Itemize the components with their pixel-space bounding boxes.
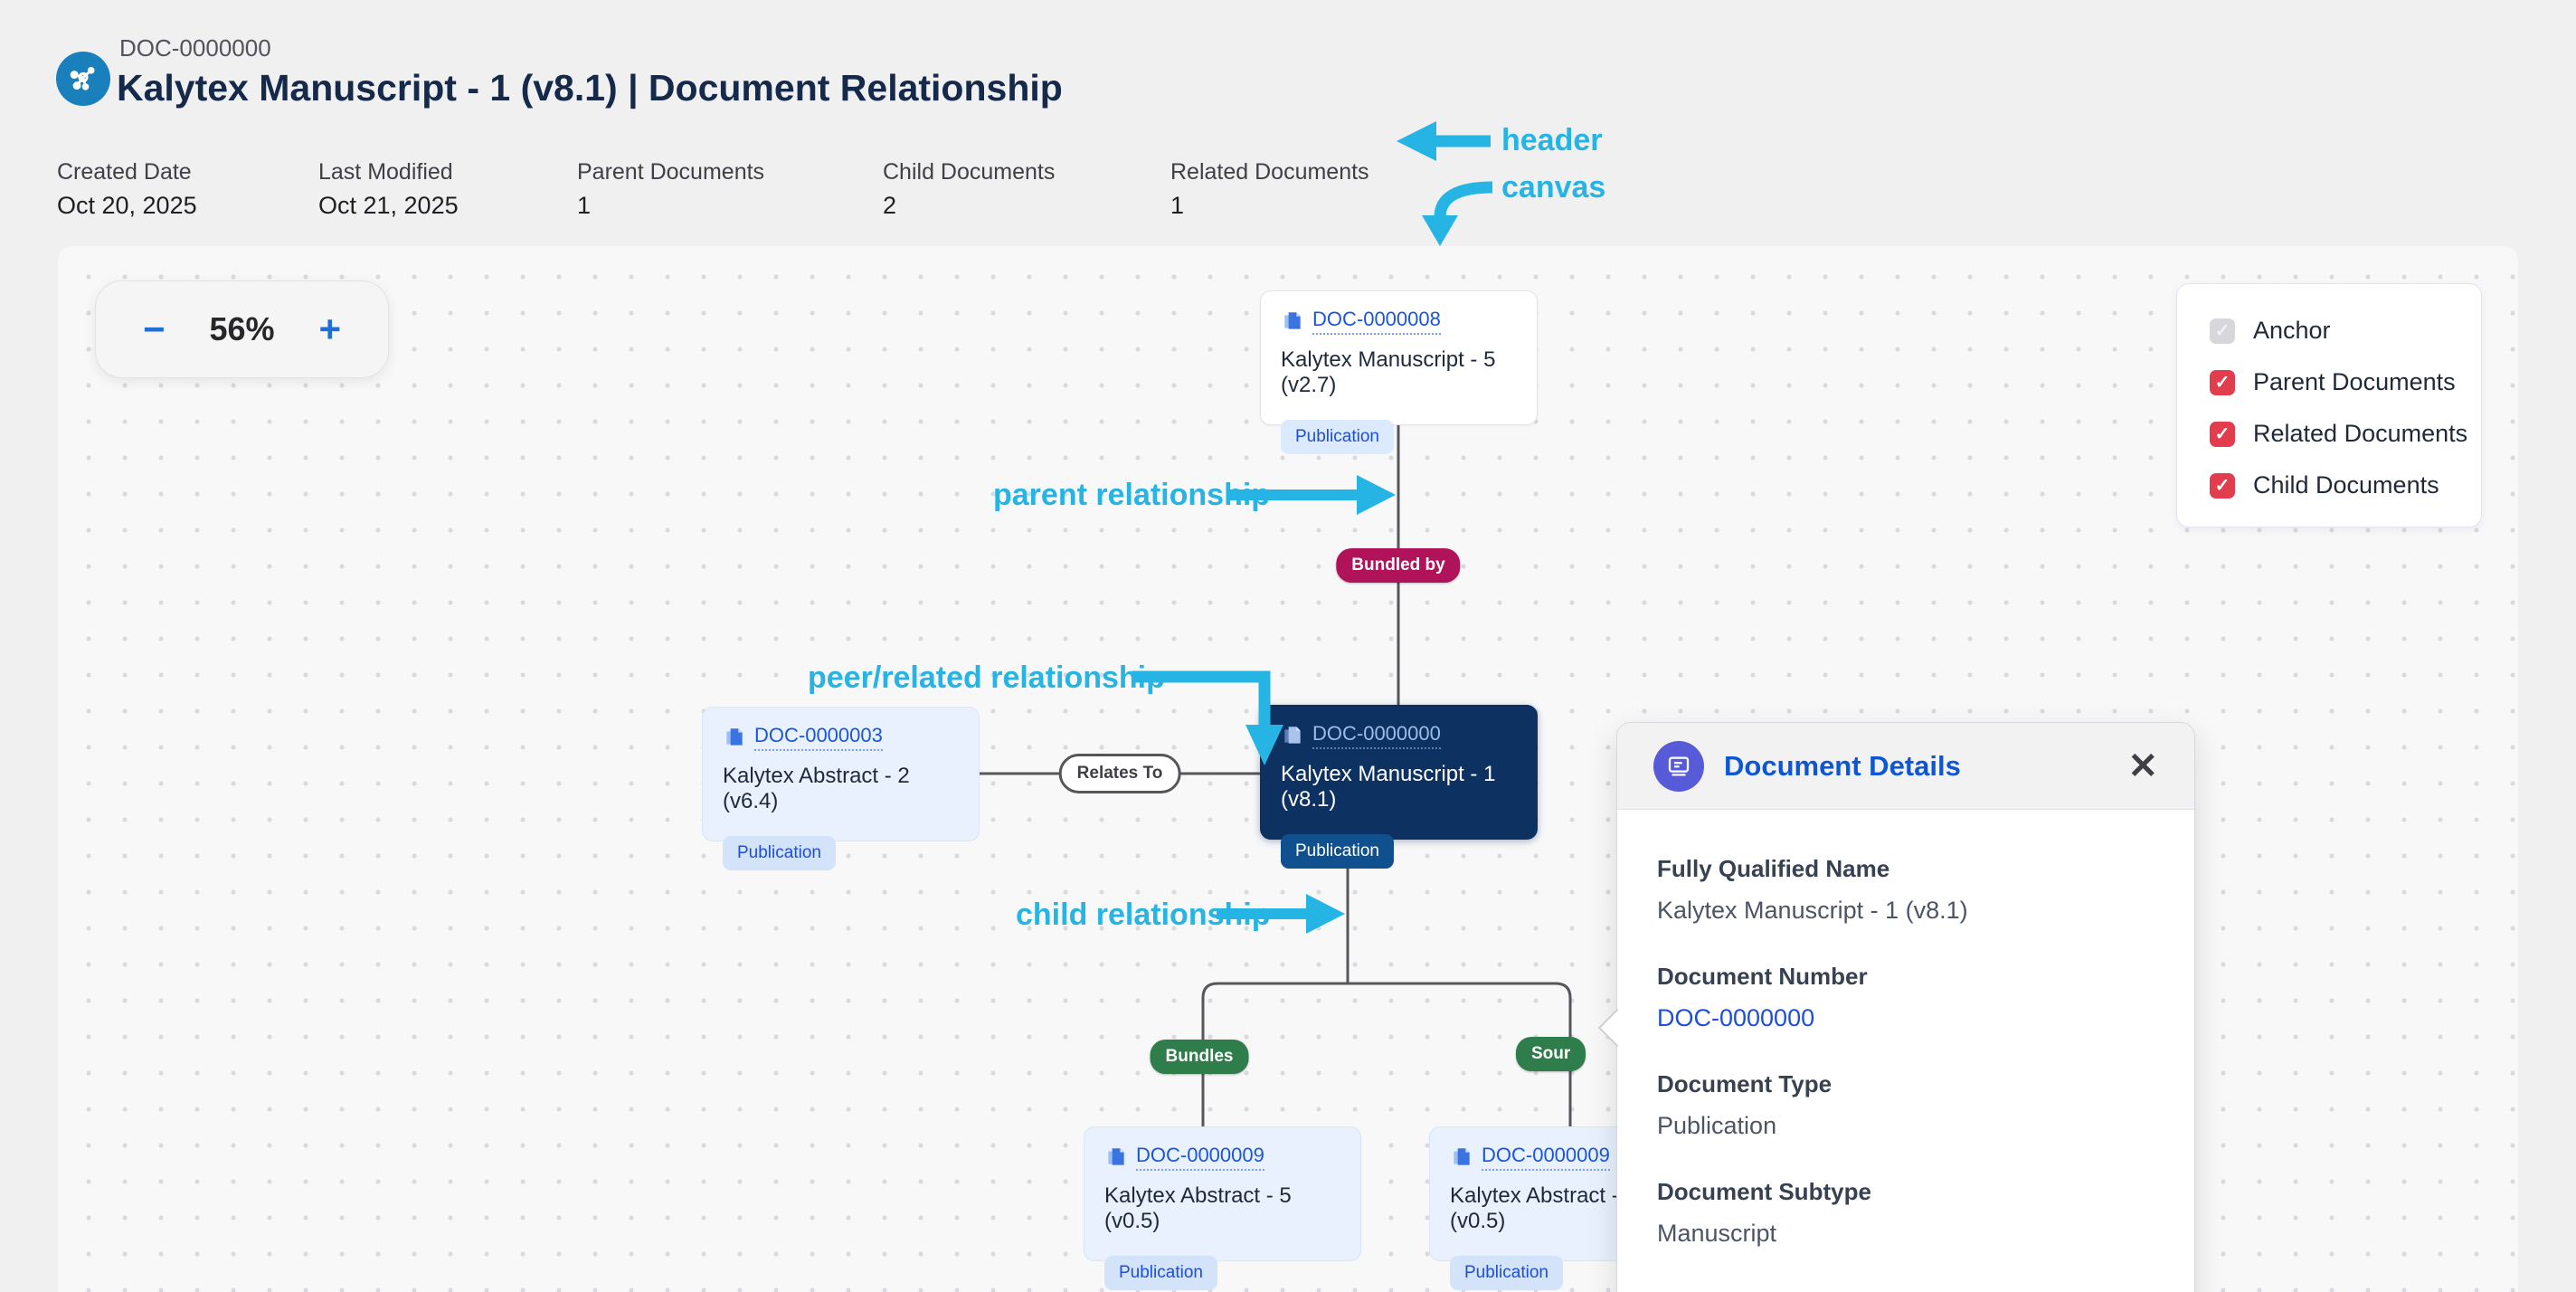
legend-item-parent-documents[interactable]: Parent Documents: [2210, 368, 2481, 396]
checkbox-parent-documents[interactable]: [2210, 369, 2235, 395]
doc-number-link[interactable]: DOC-0000008: [1312, 308, 1441, 335]
doc-type-badge: Publication: [1281, 834, 1394, 869]
relationship-canvas[interactable]: DOC-0000008 Kalytex Manuscript - 5 (v2.7…: [58, 246, 2518, 1292]
relationship-hub-icon: [56, 52, 110, 106]
meta-created-date-label: Created Date: [57, 159, 192, 185]
meta-parent-docs-label: Parent Documents: [577, 159, 765, 185]
meta-child-docs-value: 2: [883, 192, 897, 219]
doc-number-link[interactable]: DOC-0000000: [1312, 722, 1441, 749]
doc-number-link[interactable]: DOC-0000009: [1136, 1144, 1264, 1171]
document-pages-icon: [1281, 724, 1304, 747]
field-value-doc-subtype: Manuscript: [1657, 1220, 1777, 1247]
doc-type-badge: Publication: [723, 836, 836, 870]
doc-number-link[interactable]: DOC-0000009: [1482, 1144, 1610, 1171]
node-child-document-1[interactable]: DOC-0000009 Kalytex Abstract - 5 (v0.5) …: [1084, 1126, 1361, 1290]
legend-label: Parent Documents: [2253, 368, 2456, 395]
legend-label: Anchor: [2253, 317, 2331, 344]
annotation-header: header: [1501, 123, 1603, 157]
doc-type-badge: Publication: [1281, 420, 1394, 454]
meta-parent-docs-value: 1: [577, 192, 592, 219]
zoom-out-button[interactable]: −: [143, 308, 166, 350]
zoom-control: − 56% +: [95, 280, 389, 378]
checkbox-child-documents[interactable]: [2210, 472, 2235, 499]
zoom-in-button[interactable]: +: [318, 308, 341, 350]
node-related-document[interactable]: DOC-0000003 Kalytex Abstract - 2 (v6.4) …: [702, 707, 980, 870]
meta-created-date-value: Oct 20, 2025: [57, 192, 197, 219]
field-value-doc-type: Publication: [1657, 1112, 1777, 1139]
legend-item-anchor[interactable]: Anchor: [2210, 317, 2481, 345]
meta-related-docs-label: Related Documents: [1170, 159, 1369, 185]
legend-label: Related Documents: [2253, 420, 2468, 447]
field-value-fqn: Kalytex Manuscript - 1 (v8.1): [1657, 897, 1968, 924]
node-parent-document[interactable]: DOC-0000008 Kalytex Manuscript - 5 (v2.7…: [1260, 290, 1538, 454]
document-pages-icon: [1450, 1145, 1473, 1169]
field-label-doc-number: Document Number: [1657, 963, 1868, 990]
document-pages-icon: [1281, 309, 1304, 333]
doc-number-link[interactable]: DOC-0000003: [754, 724, 883, 751]
document-details-icon: [1653, 740, 1704, 792]
panel-title: Document Details: [1724, 749, 1961, 782]
node-title: Kalytex Manuscript - 5 (v2.7): [1281, 347, 1496, 397]
node-title: Kalytex Abstract - 2 (v6.4): [723, 764, 910, 813]
node-title: Kalytex Abstract - 5 (v0.5): [1104, 1183, 1292, 1233]
node-anchor-document[interactable]: DOC-0000000 Kalytex Manuscript - 1 (v8.1…: [1260, 705, 1538, 869]
edge-label-sourced: Sour: [1516, 1037, 1586, 1071]
close-icon[interactable]: ✕: [2127, 746, 2158, 786]
annotation-peer-relationship: peer/related relationship: [808, 660, 1165, 695]
doc-type-badge: Publication: [1450, 1256, 1563, 1290]
edge-label-bundles: Bundles: [1150, 1040, 1249, 1074]
legend-item-child-documents[interactable]: Child Documents: [2210, 471, 2481, 499]
meta-related-docs-value: 1: [1170, 192, 1185, 219]
zoom-level: 56%: [209, 310, 275, 347]
document-pages-icon: [723, 726, 746, 749]
meta-last-modified-label: Last Modified: [318, 159, 453, 185]
document-details-panel: Document Details ✕ Fully Qualified Name …: [1597, 722, 2195, 1292]
page-title: Kalytex Manuscript - 1 (v8.1) | Document…: [117, 67, 1063, 109]
field-value-doc-number-link[interactable]: DOC-0000000: [1657, 1004, 1815, 1031]
panel-header: Document Details ✕: [1617, 723, 2194, 810]
legend-label: Child Documents: [2253, 471, 2439, 499]
edge-label-bundled-by: Bundled by: [1336, 548, 1461, 583]
annotation-parent-relationship: parent relationship: [993, 478, 1271, 512]
node-title: Kalytex Abstract - 5 (v0.5): [1450, 1183, 1637, 1233]
meta-last-modified-value: Oct 21, 2025: [318, 192, 459, 219]
checkbox-anchor[interactable]: [2210, 318, 2235, 344]
document-pages-icon: [1104, 1145, 1128, 1169]
node-title: Kalytex Manuscript - 1 (v8.1): [1281, 762, 1496, 812]
header-doc-number: DOC-0000000: [119, 34, 271, 62]
annotation-canvas: canvas: [1501, 170, 1606, 204]
checkbox-related-documents[interactable]: [2210, 421, 2235, 447]
legend-panel: Anchor Parent Documents Related Document…: [2176, 283, 2482, 527]
edge-label-relates-to: Relates To: [1058, 754, 1181, 793]
annotation-child-relationship: child relationship: [1016, 898, 1271, 932]
field-label-fqn: Fully Qualified Name: [1657, 855, 1890, 882]
doc-type-badge: Publication: [1104, 1256, 1217, 1290]
meta-child-docs-label: Child Documents: [883, 159, 1056, 185]
legend-item-related-documents[interactable]: Related Documents: [2210, 420, 2481, 448]
field-label-doc-subtype: Document Subtype: [1657, 1178, 1871, 1205]
field-label-doc-type: Document Type: [1657, 1070, 1833, 1097]
